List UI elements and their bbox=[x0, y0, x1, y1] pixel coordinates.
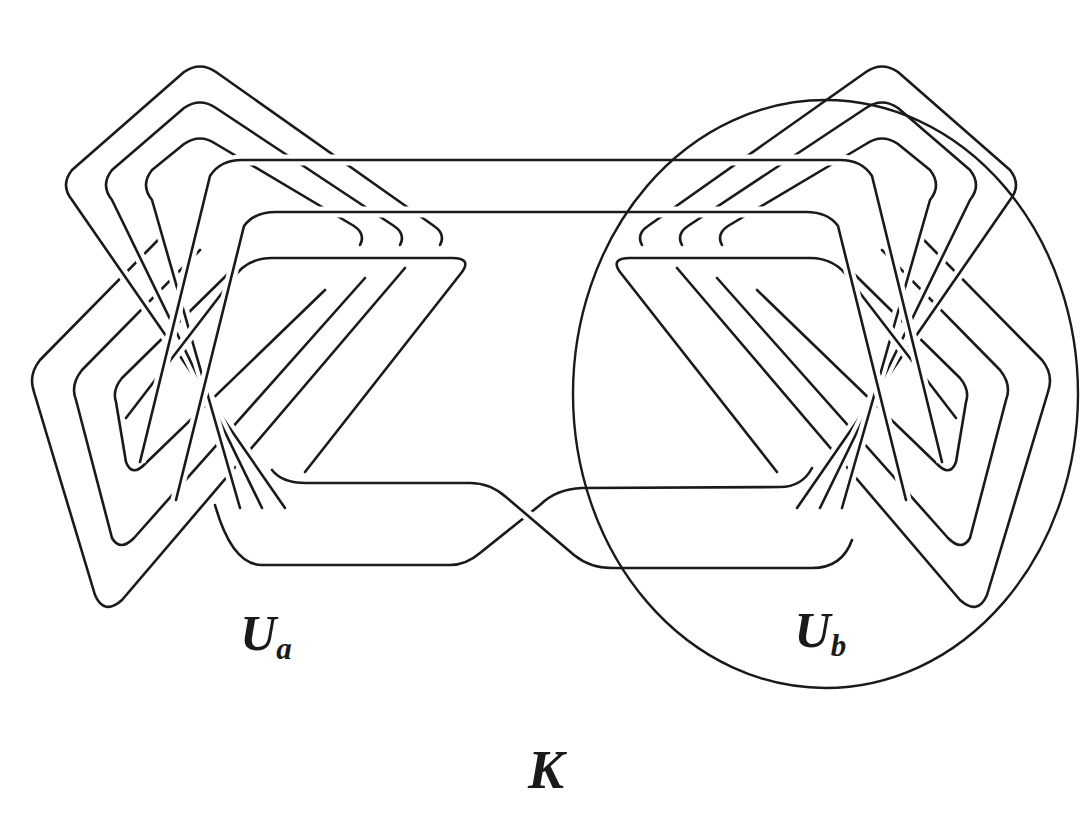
subscript: b bbox=[831, 627, 847, 662]
symbol-letter: K bbox=[528, 740, 564, 800]
region-label: Ub bbox=[795, 605, 847, 661]
symbol-letter: U bbox=[795, 602, 831, 658]
subscript: a bbox=[276, 631, 292, 666]
symbol-letter: U bbox=[240, 605, 276, 661]
region-ellipse: Ub bbox=[571, 98, 1080, 690]
knot-name: K bbox=[528, 743, 564, 797]
region-label: Ua bbox=[240, 608, 292, 664]
ellipse-outline bbox=[571, 98, 1080, 690]
